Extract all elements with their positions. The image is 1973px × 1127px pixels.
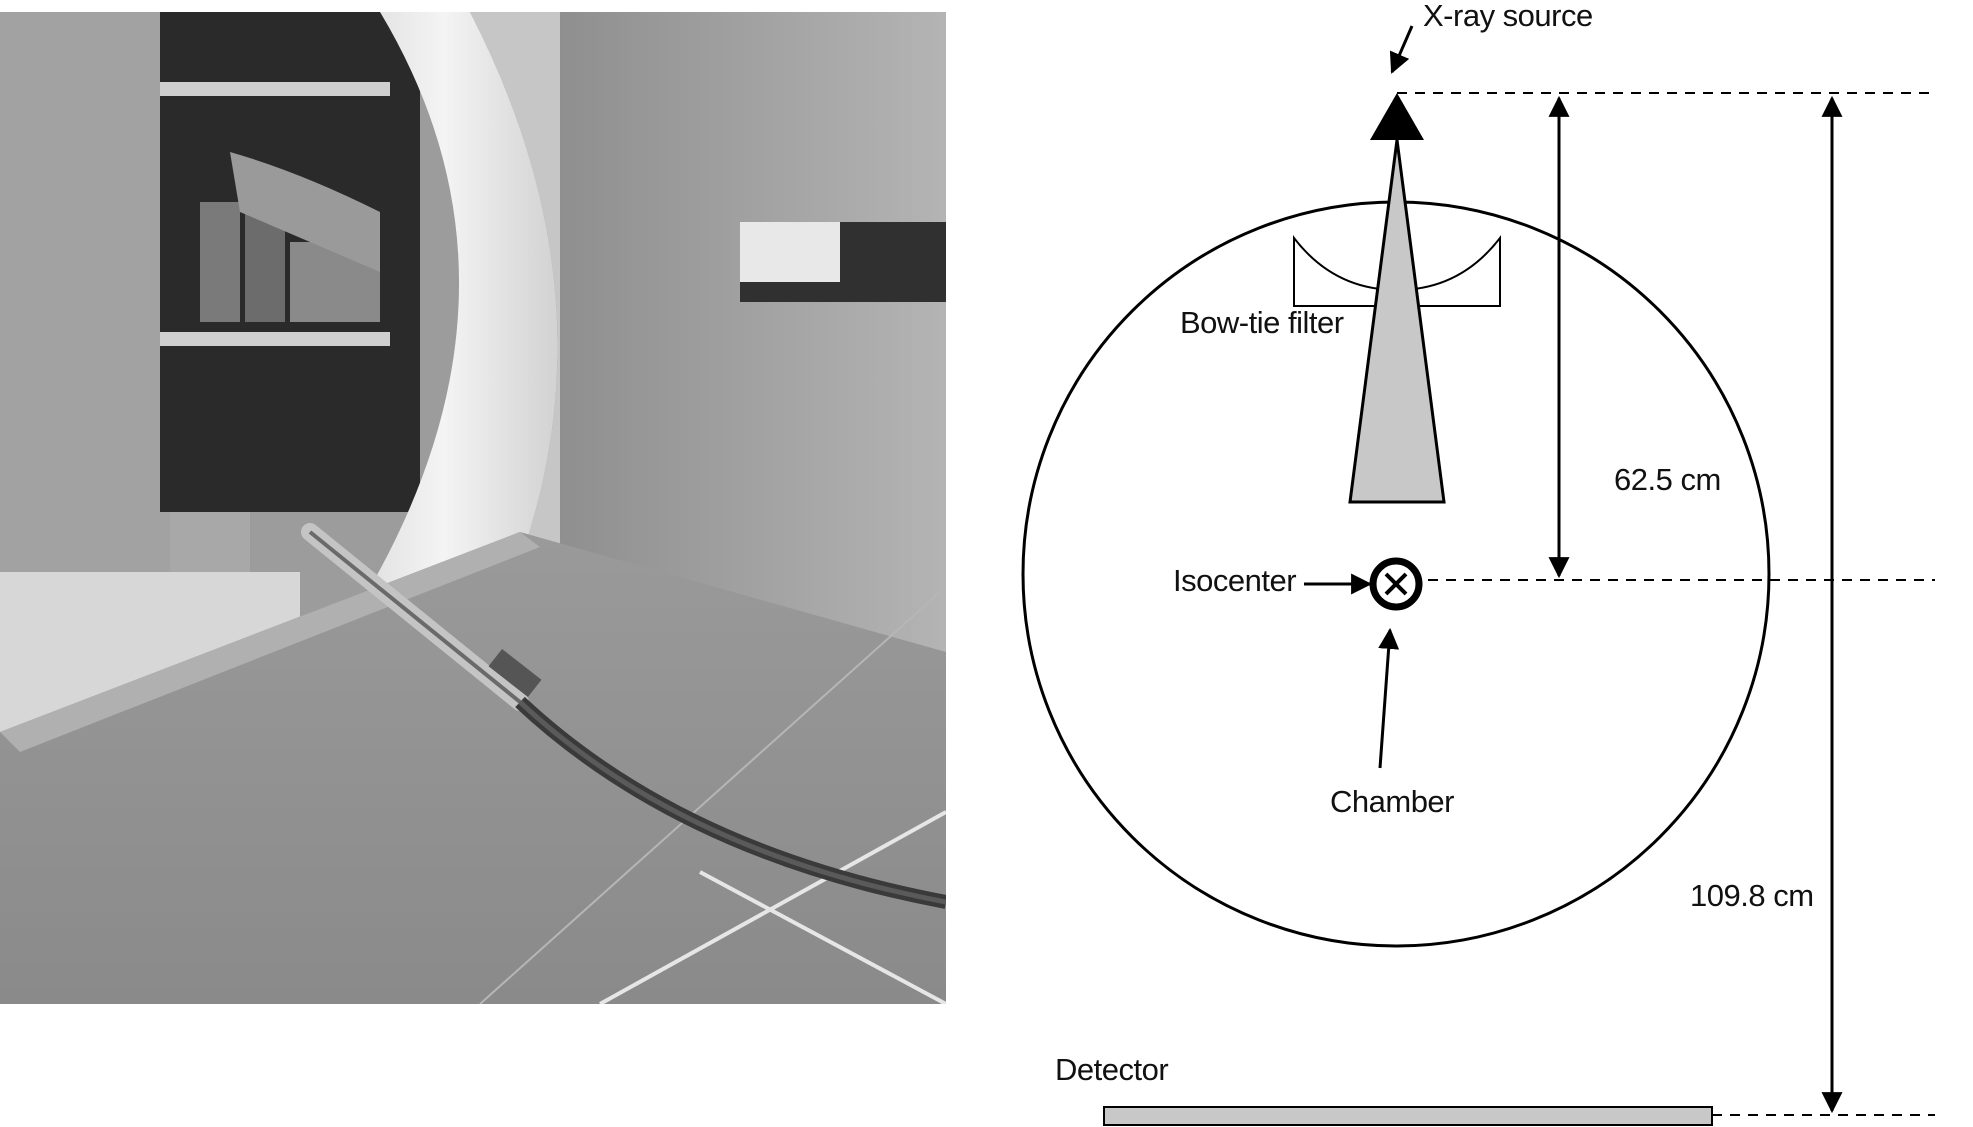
chamber-label: Chamber	[1330, 784, 1454, 819]
xray-source-icon	[1370, 93, 1424, 140]
detector-bar	[1103, 1106, 1713, 1126]
xray-source-pointer-arrow	[1389, 25, 1414, 74]
source-detector-distance-label: 109.8 cm	[1690, 878, 1814, 913]
bowtie-filter-label: Bow-tie filter	[1180, 305, 1344, 340]
xray-source-label: X-ray source	[1423, 0, 1593, 33]
source-isocenter-distance-label: 62.5 cm	[1614, 462, 1721, 497]
chamber-pointer-arrow	[1378, 627, 1400, 769]
detector-label: Detector	[1055, 1052, 1168, 1087]
ct-gantry-photo	[0, 12, 946, 1004]
xray-beam	[1348, 139, 1446, 504]
isocenter-label: Isocenter	[1173, 563, 1296, 598]
